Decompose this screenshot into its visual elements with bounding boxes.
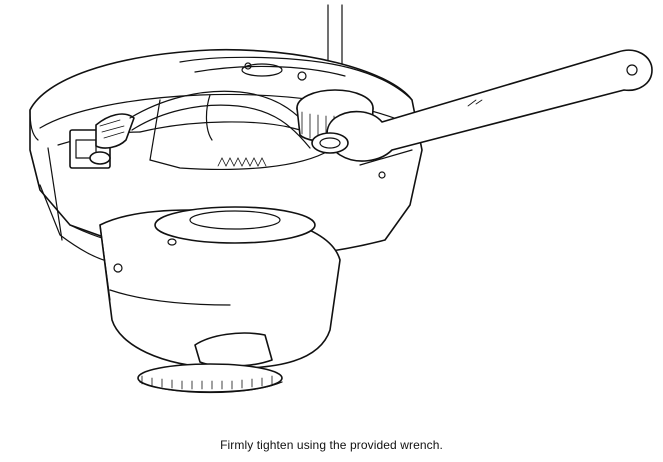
- dome-camera-illustration: [29, 4, 653, 394]
- lan-cable-icon: [69, 90, 321, 169]
- wrench-icon: [311, 49, 653, 162]
- instruction-caption: Firmly tighten using the provided wrench…: [220, 438, 443, 452]
- lens-housing: [99, 206, 341, 394]
